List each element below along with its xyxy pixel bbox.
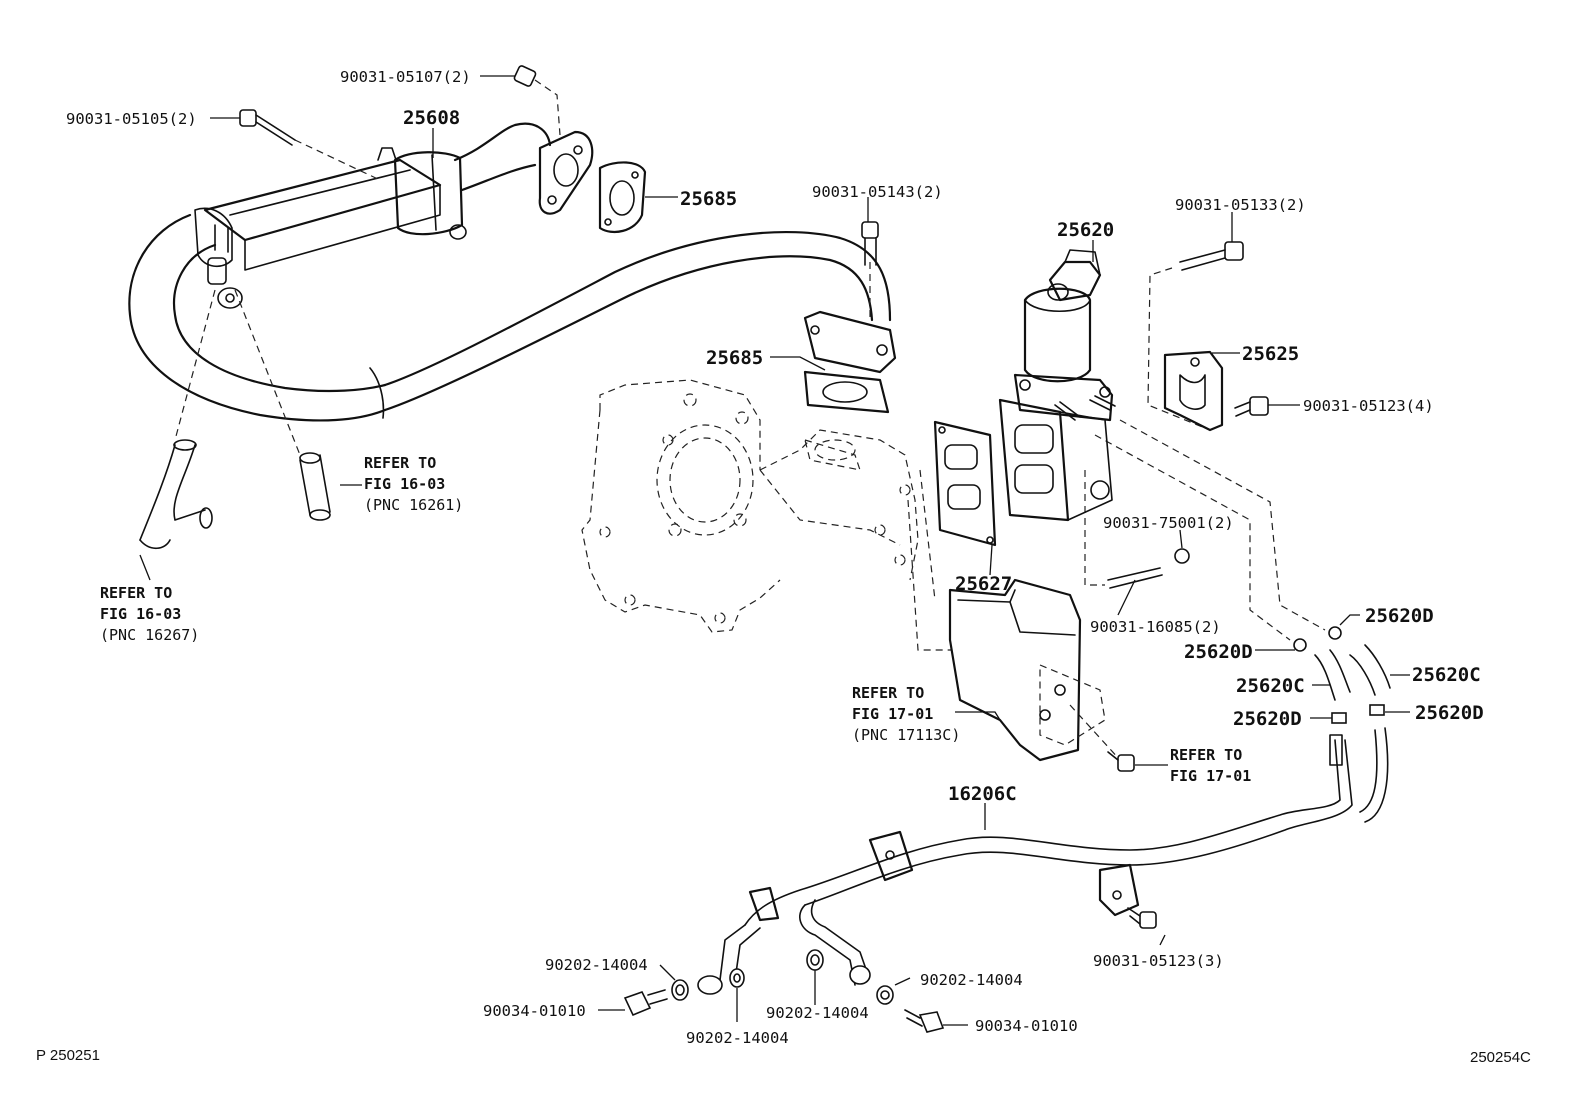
bolt-90031-05123-4 (1234, 396, 1269, 417)
hose-clamps (1293, 626, 1391, 724)
bolt-refer-17-01 (1107, 751, 1135, 772)
label-25620D-d: 25620D (1415, 702, 1484, 724)
gasket-25627 (933, 420, 997, 547)
label-90031-16085: 90031-16085(2) (1090, 618, 1221, 636)
refer-17113c-line3: (PNC 17113C) (852, 726, 960, 744)
hose-pnc-16267 (139, 439, 213, 550)
bolt-90031-05107 (513, 65, 537, 87)
label-90202-14004-d: 90202-14004 (920, 971, 1023, 989)
label-25608: 25608 (403, 107, 460, 129)
washers-and-union-bolts (623, 949, 945, 1033)
label-90031-05105: 90031-05105(2) (66, 110, 197, 128)
bolt-90031-05123-3 (1127, 907, 1157, 929)
egr-valve-25620 (998, 249, 1116, 522)
label-25620C-b: 25620C (1236, 675, 1305, 697)
refer-17-01-line1: REFER TO (1170, 746, 1242, 764)
refer-16261-line1: REFER TO (364, 454, 436, 472)
refer-16267-line3: (PNC 16267) (100, 626, 199, 644)
label-25620: 25620 (1057, 219, 1114, 241)
hose-pnc-16261 (299, 452, 331, 521)
bracket-25625 (1163, 350, 1224, 432)
label-90034-01010-b: 90034-01010 (975, 1017, 1078, 1035)
refer-note-16267: REFER TO FIG 16-03 (PNC 16267) (100, 584, 199, 644)
label-90031-05143: 90031-05143(2) (812, 183, 943, 201)
refer-17113c-line1: REFER TO (852, 684, 924, 702)
stud-90031-16085 (1107, 567, 1163, 589)
gasket-25685-mid (803, 370, 890, 414)
pipe-top-flange (538, 130, 594, 215)
refer-16267-line2: FIG 16-03 (100, 605, 181, 623)
label-90202-14004-b: 90202-14004 (686, 1029, 789, 1047)
footer-left-code: P 250251 (36, 1047, 100, 1064)
pipe-outlet-flange (803, 310, 897, 374)
refer-16261-line3: (PNC 16261) (364, 496, 463, 514)
leader-lines (139, 75, 1410, 1026)
refer-note-16261: REFER TO FIG 16-03 (PNC 16261) (340, 454, 463, 514)
refer-17-01-line2: FIG 17-01 (1170, 767, 1251, 785)
heat-insulator (948, 578, 1106, 762)
label-25627: 25627 (955, 573, 1012, 595)
label-25685-mid: 25685 (706, 347, 763, 369)
label-90031-05107: 90031-05107(2) (340, 68, 471, 86)
label-25620C-a: 25620C (1412, 664, 1481, 686)
footer-right-code: 250254C (1470, 1049, 1531, 1066)
egr-pipe-assembly (128, 122, 892, 422)
gasket-25685-top (598, 161, 647, 233)
label-25625: 25625 (1242, 343, 1299, 365)
label-25685-top: 25685 (680, 188, 737, 210)
exhaust-manifold-outline (581, 379, 919, 633)
refer-16261-line2: FIG 16-03 (364, 475, 445, 493)
label-90202-14004-a: 90202-14004 (545, 956, 648, 974)
refer-17113c-line2: FIG 17-01 (852, 705, 933, 723)
refer-16267-line1: REFER TO (100, 584, 172, 602)
label-90031-05123-4: 90031-05123(4) (1303, 397, 1434, 415)
label-90202-14004-c: 90202-14004 (766, 1004, 869, 1022)
nut-90031-75001 (1174, 548, 1190, 564)
label-16206C: 16206C (948, 783, 1017, 805)
part-labels: 90031-05107(2) 90031-05105(2) 25608 2568… (66, 68, 1484, 1047)
label-25620D-c: 25620D (1233, 708, 1302, 730)
label-90034-01010-a: 90034-01010 (483, 1002, 586, 1020)
refer-note-17-01: REFER TO FIG 17-01 (1135, 746, 1251, 785)
label-90031-75001: 90031-75001(2) (1103, 514, 1234, 532)
label-90031-05133: 90031-05133(2) (1175, 196, 1306, 214)
label-25620D-b: 25620D (1184, 641, 1253, 663)
label-90031-05123-3: 90031-05123(3) (1093, 952, 1224, 970)
bolt-90031-05105 (239, 109, 296, 146)
bolt-90031-05143 (861, 221, 879, 266)
bolt-90031-05133 (1179, 241, 1244, 271)
vacuum-harness-16206C (697, 727, 1389, 995)
refer-note-17113C: REFER TO FIG 17-01 (PNC 17113C) (852, 684, 960, 744)
label-25620D-a: 25620D (1365, 605, 1434, 627)
